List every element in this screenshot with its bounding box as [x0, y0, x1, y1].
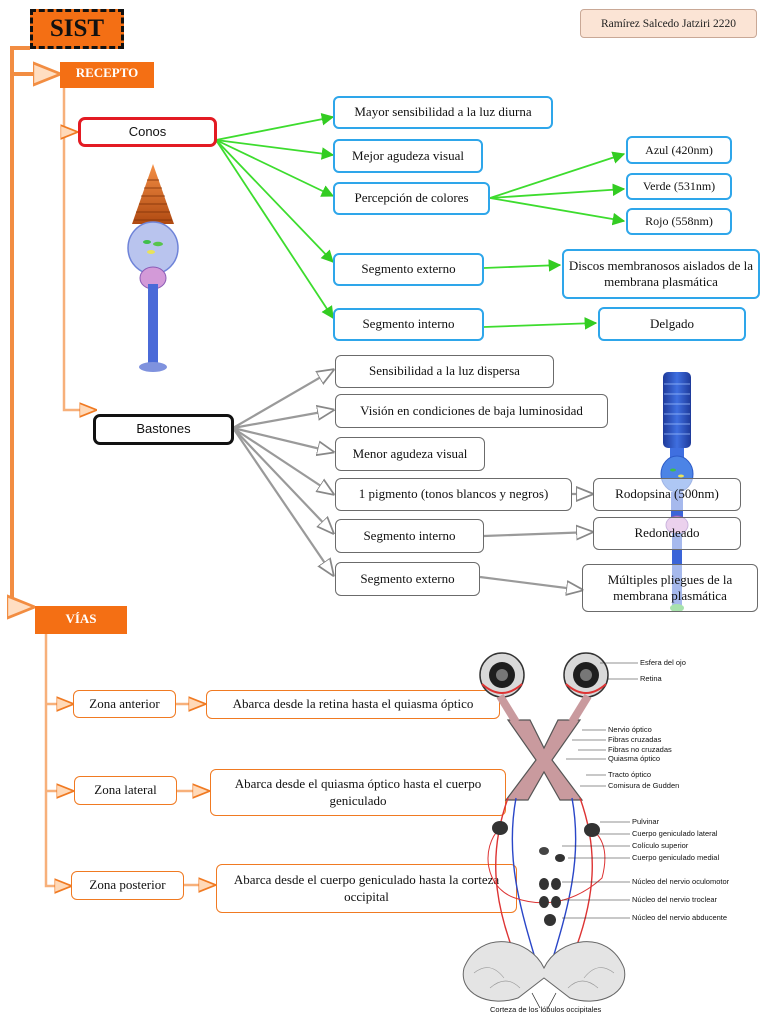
vias-heading: VÍAS — [35, 606, 127, 634]
conos-item-2: Mejor agudeza visual — [333, 139, 483, 173]
zona-posterior-desc: Abarca desde el cuerpo geniculado hasta … — [216, 864, 517, 913]
label-coliculo: Colículo superior — [632, 841, 689, 850]
label-oculomotor: Núcleo del nervio oculomotor — [632, 877, 730, 886]
color-azul: Azul (420nm) — [626, 136, 732, 164]
receptores-heading: RECEPTO — [60, 62, 154, 88]
bastones-pigmento-detalle: Rodopsina (500nm) — [593, 478, 741, 511]
author-badge: Ramírez Salcedo Jatziri 2220 — [580, 9, 757, 38]
label-fibras-no-cruzadas: Fibras no cruzadas — [608, 745, 672, 754]
bastones-item-5: Segmento interno — [335, 519, 484, 553]
conos-item-3: Percepción de colores — [333, 182, 490, 215]
bastones-node: Bastones — [93, 414, 234, 445]
conos-node: Conos — [78, 117, 217, 147]
label-tracto: Tracto óptico — [608, 770, 652, 779]
bastones-interno-detalle: Redondeado — [593, 517, 741, 550]
label-cgl: Cuerpo geniculado lateral — [632, 829, 718, 838]
visual-pathway-diagram — [462, 652, 626, 1009]
bastones-item-1: Sensibilidad a la luz dispersa — [335, 355, 554, 388]
bastones-item-6: Segmento externo — [335, 562, 480, 596]
label-abducente: Núcleo del nervio abducente — [632, 913, 728, 922]
bastones-externo-detalle: Múltiples pliegues de la membrana plasmá… — [582, 564, 758, 612]
label-cgm: Cuerpo geniculado medial — [632, 853, 720, 862]
page-title: SIST — [30, 9, 124, 49]
label-nervio-optico: Nervio óptico — [608, 725, 652, 734]
label-esfera: Esfera del ojo — [640, 658, 686, 667]
zona-lateral-node: Zona lateral — [74, 776, 177, 805]
label-corteza: Corteza de los lóbulos occipitales — [490, 1005, 602, 1014]
label-troclear: Núcleo del nervio troclear — [632, 895, 718, 904]
label-pulvinar: Pulvinar — [632, 817, 660, 826]
color-rojo: Rojo (558nm) — [626, 208, 732, 235]
label-quiasma: Quiasma óptico — [608, 754, 661, 763]
label-comisura: Comisura de Gudden — [608, 781, 680, 790]
bastones-item-2: Visión en condiciones de baja luminosida… — [335, 394, 608, 428]
bastones-item-3: Menor agudeza visual — [335, 437, 485, 471]
conos-interno-detalle: Delgado — [598, 307, 746, 341]
color-verde: Verde (531nm) — [626, 173, 732, 200]
conos-item-1: Mayor sensibilidad a la luz diurna — [333, 96, 553, 129]
cone-cell-image — [127, 164, 179, 372]
zona-anterior-desc: Abarca desde la retina hasta el quiasma … — [206, 690, 500, 719]
zona-anterior-node: Zona anterior — [73, 690, 176, 718]
zona-posterior-node: Zona posterior — [71, 871, 184, 900]
conos-item-5: Segmento interno — [333, 308, 484, 341]
conos-item-4: Segmento externo — [333, 253, 484, 286]
conos-externo-detalle: Discos membranosos aislados de la membra… — [562, 249, 760, 299]
label-retina: Retina — [640, 674, 662, 683]
bastones-item-4: 1 pigmento (tonos blancos y negros) — [335, 478, 572, 511]
zona-lateral-desc: Abarca desde el quiasma óptico hasta el … — [210, 769, 506, 816]
label-fibras-cruzadas: Fibras cruzadas — [608, 735, 662, 744]
